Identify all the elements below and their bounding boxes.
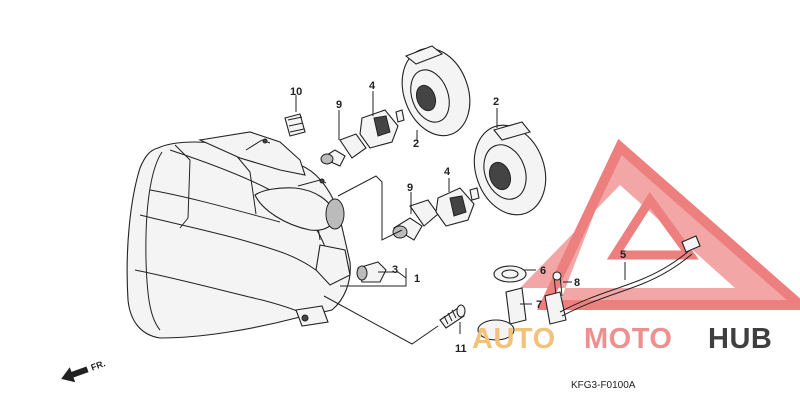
grommet xyxy=(284,113,306,137)
watermark-wordmark: AUTO MOTO HUB xyxy=(472,323,772,355)
leader-lines xyxy=(295,91,626,345)
grommet-6 xyxy=(493,265,527,283)
callout-6: 6 xyxy=(540,265,546,277)
dust-cover-upper xyxy=(401,45,471,137)
headlight-unit xyxy=(126,131,351,339)
socket-upper xyxy=(359,109,405,149)
watermark-hub: HUB xyxy=(708,323,772,355)
front-label: FR. xyxy=(90,358,107,372)
front-arrow-icon xyxy=(61,366,89,383)
callout-4-upper: 4 xyxy=(369,80,376,92)
callout-1: 1 xyxy=(414,273,420,285)
bulb-upper xyxy=(320,133,367,167)
callout-2-lower: 2 xyxy=(493,96,499,108)
callout-11: 11 xyxy=(455,343,467,355)
callout-labels: 10 9 4 2 2 9 4 3 1 6 8 5 7 11 xyxy=(290,80,626,355)
watermark-logo xyxy=(520,138,800,310)
wire-harness xyxy=(559,235,701,317)
position-lamp xyxy=(356,261,387,283)
bulb-lower xyxy=(392,199,439,241)
callout-8: 8 xyxy=(574,277,580,289)
callout-2-upper: 2 xyxy=(413,138,419,150)
dust-cover-lower xyxy=(473,121,547,216)
watermark-auto: AUTO xyxy=(472,323,556,355)
front-direction-indicator: FR. xyxy=(61,358,107,383)
callout-9-lower: 9 xyxy=(407,182,413,194)
callout-5: 5 xyxy=(620,249,626,261)
catalog-code: KFG3-F0100A xyxy=(571,380,636,391)
adjusting-screw xyxy=(439,304,466,329)
callout-3: 3 xyxy=(392,264,398,276)
callout-4-lower: 4 xyxy=(444,166,451,178)
socket-lower xyxy=(435,187,480,227)
callout-9-upper: 9 xyxy=(336,99,342,111)
socket-7 xyxy=(477,287,567,341)
callout-7: 7 xyxy=(536,299,542,311)
callout-10: 10 xyxy=(290,86,302,98)
watermark-moto: MOTO xyxy=(584,323,672,355)
